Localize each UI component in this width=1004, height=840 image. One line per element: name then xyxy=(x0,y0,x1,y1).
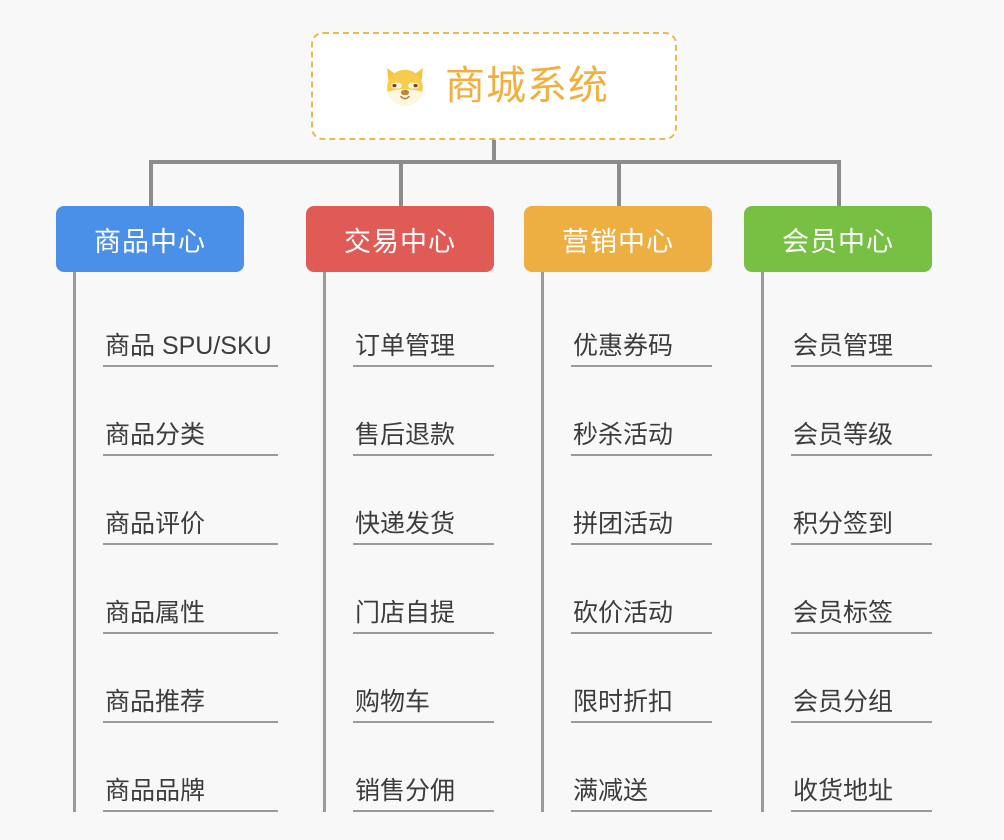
branch-header-label: 交易中心 xyxy=(344,226,456,257)
branch-items-product-center: 商品 SPU/SKU 商品分类 商品评价 商品属性 商品推荐 商品品牌 xyxy=(73,272,278,812)
list-item[interactable]: 商品推荐 xyxy=(103,634,278,723)
list-item-label: 商品推荐 xyxy=(105,687,206,716)
list-item[interactable]: 砍价活动 xyxy=(571,545,712,634)
list-item-label: 收货地址 xyxy=(793,776,894,805)
list-item-label: 订单管理 xyxy=(355,331,456,360)
list-item[interactable]: 商品评价 xyxy=(103,456,278,545)
list-item[interactable]: 商品分类 xyxy=(103,367,278,456)
list-item-label: 商品品牌 xyxy=(105,776,206,805)
branch-product-center: 商品中心 商品 SPU/SKU 商品分类 商品评价 商品属性 商品推荐 商品品牌 xyxy=(56,206,278,812)
list-item-label: 商品属性 xyxy=(105,598,206,627)
list-item[interactable]: 会员标签 xyxy=(791,545,932,634)
list-item[interactable]: 门店自提 xyxy=(353,545,494,634)
list-item[interactable]: 会员管理 xyxy=(791,278,932,367)
branch-items-marketing-center: 优惠券码 秒杀活动 拼团活动 砍价活动 限时折扣 满减送 xyxy=(541,272,712,812)
branch-items-trade-center: 订单管理 售后退款 快递发货 门店自提 购物车 销售分佣 xyxy=(323,272,494,812)
branch-header-会员中心[interactable]: 会员中心 xyxy=(744,206,932,272)
branch-header-营销中心[interactable]: 营销中心 xyxy=(524,206,712,272)
branch-trade-center: 交易中心 订单管理 售后退款 快递发货 门店自提 购物车 销售分佣 xyxy=(306,206,494,812)
list-item[interactable]: 售后退款 xyxy=(353,367,494,456)
list-item-label: 会员管理 xyxy=(793,331,894,360)
list-item-label: 秒杀活动 xyxy=(573,420,674,449)
list-item[interactable]: 满减送 xyxy=(571,723,712,812)
list-item[interactable]: 快递发货 xyxy=(353,456,494,545)
list-item[interactable]: 收货地址 xyxy=(791,723,932,812)
list-item[interactable]: 限时折扣 xyxy=(571,634,712,723)
connector-drop-2 xyxy=(399,160,403,208)
branch-member-center: 会员中心 会员管理 会员等级 积分签到 会员标签 会员分组 收货地址 xyxy=(744,206,932,812)
connector-drop-1 xyxy=(149,160,153,208)
list-item-label: 拼团活动 xyxy=(573,509,674,538)
connector-root-stem xyxy=(492,140,496,162)
list-item-label: 砍价活动 xyxy=(573,598,674,627)
list-item-label: 商品 SPU/SKU xyxy=(105,331,272,360)
list-item-label: 满减送 xyxy=(573,776,649,805)
connector-drop-3 xyxy=(617,160,621,208)
list-item-label: 优惠券码 xyxy=(573,331,674,360)
branch-items-member-center: 会员管理 会员等级 积分签到 会员标签 会员分组 收货地址 xyxy=(761,272,932,812)
list-item[interactable]: 拼团活动 xyxy=(571,456,712,545)
dog-face-icon xyxy=(387,68,423,106)
list-item-label: 会员标签 xyxy=(793,598,894,627)
branch-header-label: 会员中心 xyxy=(782,226,894,257)
branch-header-label: 营销中心 xyxy=(562,226,674,257)
list-item[interactable]: 商品属性 xyxy=(103,545,278,634)
list-item-label: 销售分佣 xyxy=(355,776,456,805)
list-item-label: 商品分类 xyxy=(105,420,206,449)
list-item[interactable]: 会员分组 xyxy=(791,634,932,723)
root-node-商城系统[interactable]: 商城系统 xyxy=(311,32,677,140)
list-item-label: 限时折扣 xyxy=(573,687,674,716)
list-item[interactable]: 商品 SPU/SKU xyxy=(103,278,278,367)
list-item-label: 会员分组 xyxy=(793,687,894,716)
list-item[interactable]: 订单管理 xyxy=(353,278,494,367)
branch-header-商品中心[interactable]: 商品中心 xyxy=(56,206,244,272)
list-item[interactable]: 秒杀活动 xyxy=(571,367,712,456)
list-item[interactable]: 购物车 xyxy=(353,634,494,723)
list-item[interactable]: 会员等级 xyxy=(791,367,932,456)
list-item-label: 快递发货 xyxy=(355,509,456,538)
root-node-label: 商城系统 xyxy=(445,64,609,108)
branch-header-交易中心[interactable]: 交易中心 xyxy=(306,206,494,272)
connector-horizontal-bus xyxy=(149,160,841,164)
list-item-label: 商品评价 xyxy=(105,509,206,538)
list-item-label: 会员等级 xyxy=(793,420,894,449)
connector-drop-4 xyxy=(837,160,841,208)
list-item-label: 门店自提 xyxy=(355,598,456,627)
list-item[interactable]: 优惠券码 xyxy=(571,278,712,367)
list-item-label: 积分签到 xyxy=(793,509,894,538)
branch-marketing-center: 营销中心 优惠券码 秒杀活动 拼团活动 砍价活动 限时折扣 满减送 xyxy=(524,206,712,812)
list-item[interactable]: 积分签到 xyxy=(791,456,932,545)
list-item[interactable]: 销售分佣 xyxy=(353,723,494,812)
branch-header-label: 商品中心 xyxy=(94,226,206,257)
list-item-label: 购物车 xyxy=(355,687,431,716)
list-item-label: 售后退款 xyxy=(355,420,456,449)
list-item[interactable]: 商品品牌 xyxy=(103,723,278,812)
